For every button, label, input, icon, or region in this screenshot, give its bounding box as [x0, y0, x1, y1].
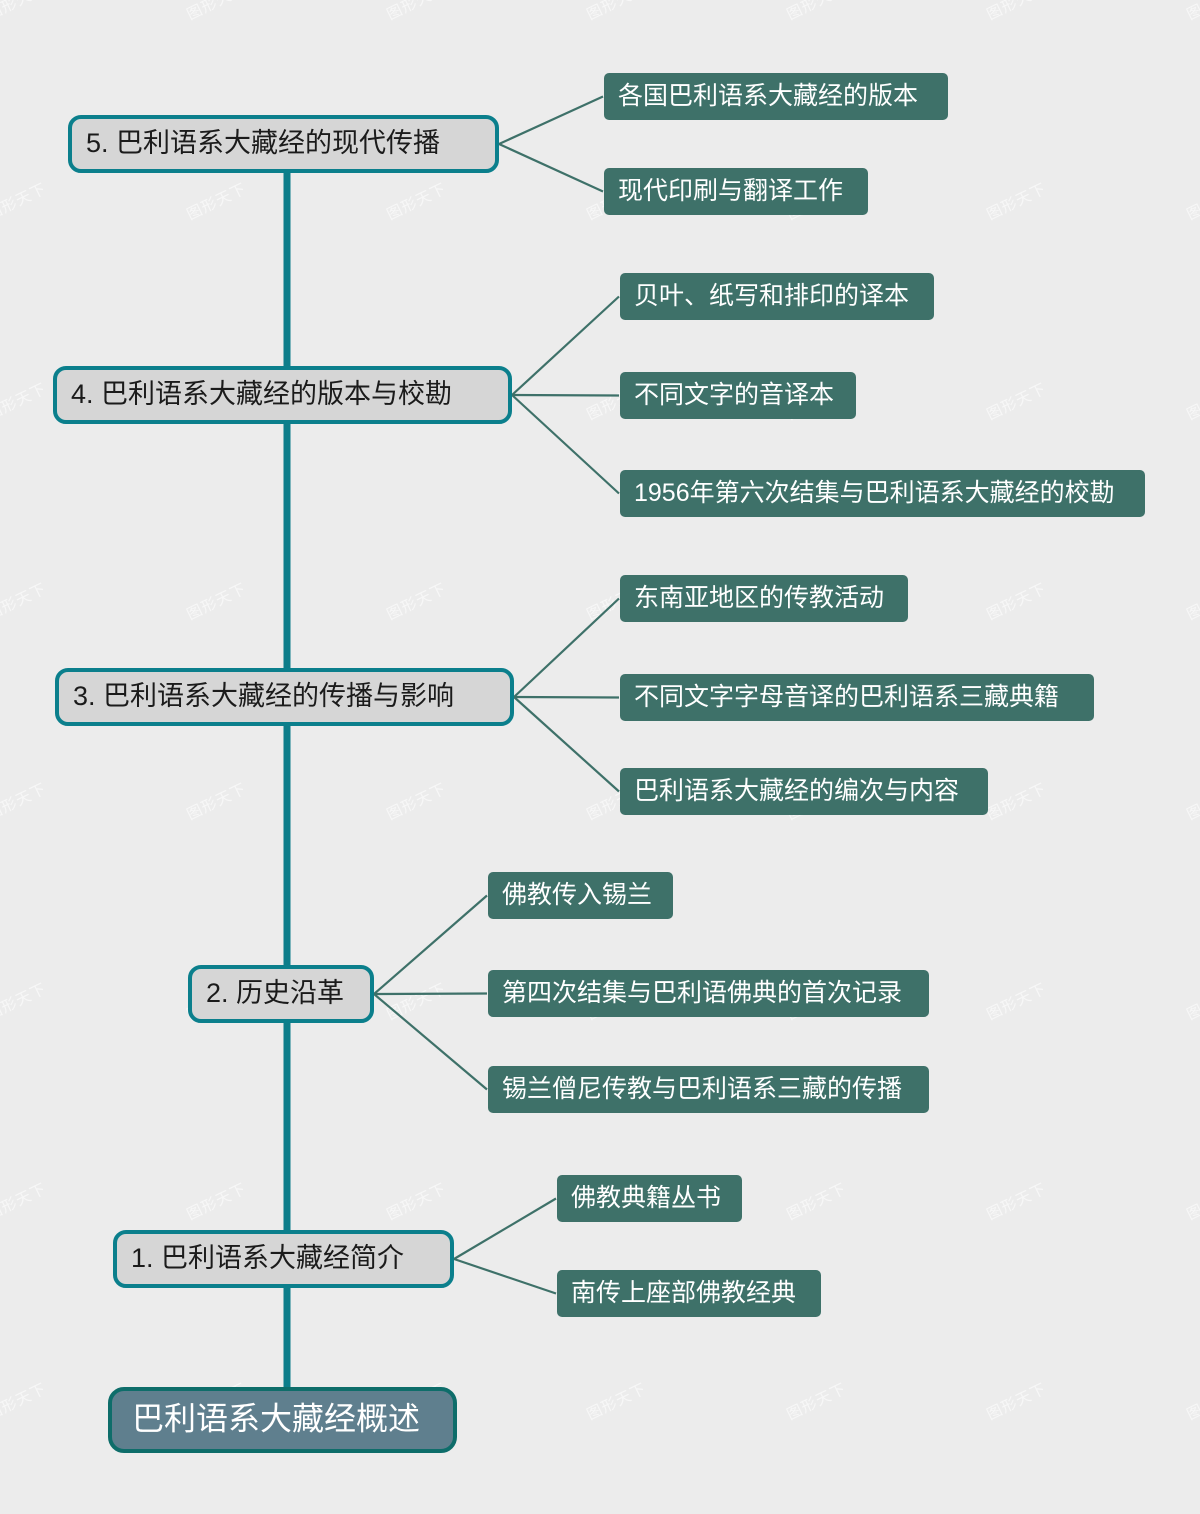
- leaf-node-4-3[interactable]: 锡兰僧尼传教与巴利语系三藏的传播: [488, 1066, 929, 1113]
- branch-node-branch-5-shape: [68, 115, 499, 173]
- leaf-node-label-2-2: 不同文字的音译本: [634, 381, 834, 409]
- connector-branch-3-leaf-2: [513, 695, 620, 699]
- leaf-node-4-1-shape: [488, 872, 673, 919]
- connector-branch-2-leaf-3: [373, 993, 488, 1091]
- leaf-node-label-3-1: 东南亚地区的传教活动: [634, 584, 884, 612]
- branch-node-branch-4[interactable]: 4. 巴利语系大藏经的版本与校勘: [53, 366, 512, 424]
- leaf-node-1-2-shape: [604, 168, 868, 215]
- connector-lines: [373, 95, 620, 1295]
- connector-branch-1-leaf-1: [453, 1197, 557, 1260]
- leaf-node-3-1[interactable]: 东南亚地区的传教活动: [620, 575, 908, 622]
- connector-branch-3-leaf-1: [513, 597, 620, 698]
- connector-branch-3-leaf-3: [513, 696, 620, 793]
- leaf-node-2-2[interactable]: 不同文字的音译本: [620, 372, 856, 419]
- leaf-node-1-1-shape: [604, 73, 948, 120]
- connector-branch-2-leaf-1: [373, 894, 488, 995]
- leaf-node-2-2-shape: [620, 372, 856, 419]
- leaf-node-label-2-1: 贝叶、纸写和排印的译本: [634, 282, 909, 310]
- leaf-node-3-3-shape: [620, 768, 988, 815]
- root-node-label: 巴利语系大藏经概述: [132, 1400, 420, 1436]
- leaf-node-label-3-3: 巴利语系大藏经的编次与内容: [634, 777, 959, 805]
- leaf-node-label-4-2: 第四次结集与巴利语佛典的首次记录: [502, 979, 902, 1007]
- leaf-node-3-2-shape: [620, 674, 1094, 721]
- leaf-node-4-3-shape: [488, 1066, 929, 1113]
- branch-node-label-branch-4: 4. 巴利语系大藏经的版本与校勘: [71, 379, 452, 409]
- leaf-node-3-2[interactable]: 不同文字字母音译的巴利语系三藏典籍: [620, 674, 1094, 721]
- connector-branch-5-leaf-1: [498, 95, 604, 146]
- branch-node-label-branch-5: 5. 巴利语系大藏经的现代传播: [86, 128, 440, 158]
- leaf-node-3-3[interactable]: 巴利语系大藏经的编次与内容: [620, 768, 988, 815]
- connector-branch-4-leaf-3: [511, 394, 620, 495]
- connector-branch-5-leaf-2: [498, 142, 604, 193]
- branch-node-label-branch-1: 1. 巴利语系大藏经简介: [131, 1243, 404, 1273]
- leaf-node-5-1-shape: [557, 1175, 742, 1222]
- leaf-node-label-4-1: 佛教传入锡兰: [502, 881, 652, 909]
- branch-node-label-branch-2: 2. 历史沿革: [206, 978, 344, 1008]
- branch-node-branch-3-shape: [55, 668, 514, 726]
- leaf-node-2-3[interactable]: 1956年第六次结集与巴利语系大藏经的校勘: [620, 470, 1145, 517]
- leaf-node-5-1[interactable]: 佛教典籍丛书: [557, 1175, 742, 1222]
- leaf-node-4-2-shape: [488, 970, 929, 1017]
- watermark-text: 图形天下: [1184, 0, 1200, 24]
- leaf-node-3-1-shape: [620, 575, 908, 622]
- branch-node-branch-3[interactable]: 3. 巴利语系大藏经的传播与影响: [55, 668, 514, 726]
- leaf-node-1-1[interactable]: 各国巴利语系大藏经的版本: [604, 73, 948, 120]
- leaf-node-label-5-1: 佛教典籍丛书: [571, 1184, 721, 1212]
- connector-branch-4-leaf-1: [511, 295, 620, 396]
- leaf-node-5-2-shape: [557, 1270, 821, 1317]
- branch-node-branch-2-shape: [188, 965, 374, 1023]
- branch-node-branch-1-shape: [113, 1230, 454, 1288]
- leaf-node-label-4-3: 锡兰僧尼传教与巴利语系三藏的传播: [502, 1075, 902, 1103]
- leaf-node-label-3-2: 不同文字字母音译的巴利语系三藏典籍: [634, 683, 1059, 711]
- branch-node-branch-5[interactable]: 5. 巴利语系大藏经的现代传播: [68, 115, 499, 173]
- leaf-node-1-2[interactable]: 现代印刷与翻译工作: [604, 168, 868, 215]
- branch-node-branch-1[interactable]: 1. 巴利语系大藏经简介: [113, 1230, 454, 1288]
- branch-node-branch-4-shape: [53, 366, 512, 424]
- connector-branch-4-leaf-2: [511, 393, 620, 397]
- leaf-node-2-1-shape: [620, 273, 934, 320]
- leaf-node-label-1-2: 现代印刷与翻译工作: [618, 177, 843, 205]
- leaf-node-label-5-2: 南传上座部佛教经典: [571, 1279, 796, 1307]
- branch-node-label-branch-3: 3. 巴利语系大藏经的传播与影响: [73, 681, 454, 711]
- root-node-shape: [108, 1387, 457, 1453]
- branch-node-branch-2[interactable]: 2. 历史沿革: [188, 965, 374, 1023]
- leaf-node-5-2[interactable]: 南传上座部佛教经典: [557, 1270, 821, 1317]
- leaf-node-label-2-3: 1956年第六次结集与巴利语系大藏经的校勘: [634, 479, 1115, 507]
- leaf-node-2-3-shape: [620, 470, 1145, 517]
- connector-branch-2-leaf-2: [373, 992, 488, 996]
- root-node[interactable]: 巴利语系大藏经概述: [108, 1387, 457, 1453]
- leaf-node-4-2[interactable]: 第四次结集与巴利语佛典的首次记录: [488, 970, 929, 1017]
- leaf-node-4-1[interactable]: 佛教传入锡兰: [488, 872, 673, 919]
- leaf-node-2-1[interactable]: 贝叶、纸写和排印的译本: [620, 273, 934, 320]
- leaf-node-label-1-1: 各国巴利语系大藏经的版本: [618, 82, 918, 110]
- connector-branch-1-leaf-2: [453, 1257, 557, 1295]
